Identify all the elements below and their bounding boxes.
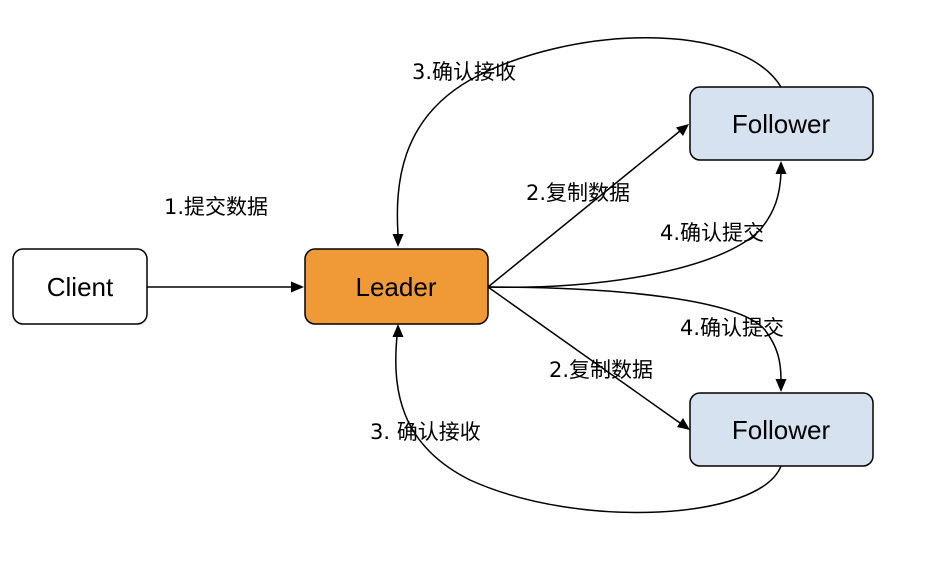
edge-replicate-bottom-arrowhead — [677, 418, 690, 430]
edge-commit-bottom — [487, 286, 787, 392]
edge-commit-top — [487, 161, 787, 289]
edge-ack-receive-top-curve — [396, 37, 782, 236]
leader-label: Leader — [356, 272, 437, 302]
edge-replicate-top-label: 2.复制数据 — [526, 181, 630, 205]
edge-replicate-top-arrowhead — [676, 124, 689, 136]
follower-top-label: Follower — [732, 109, 831, 139]
edge-commit-top-arrowhead — [775, 161, 787, 174]
edge-ack-receive-top-arrowhead — [392, 234, 404, 247]
edge-commit-bottom-label: 4.确认提交 — [680, 316, 784, 340]
edge-ack-receive-top-label: 3.确认接收 — [412, 60, 516, 84]
leader-node: Leader — [304, 248, 489, 325]
edge-replicate-bottom-label: 2.复制数据 — [549, 358, 653, 382]
client-node: Client — [12, 248, 148, 325]
edge-ack-receive-bottom — [392, 324, 782, 514]
edge-submit-arrowhead — [291, 281, 304, 293]
follower-top-box — [689, 86, 874, 161]
edge-submit-label: 1.提交数据 — [164, 195, 268, 219]
edge-replicate-bottom-line — [487, 286, 681, 424]
edge-commit-bottom-arrowhead — [775, 379, 787, 392]
client-label: Client — [47, 272, 114, 302]
edge-ack-receive-bottom-label: 3. 确认接收 — [370, 420, 481, 444]
follower-top-node: Follower — [689, 86, 874, 161]
follower-bottom-label: Follower — [732, 415, 831, 445]
edge-ack-receive-bottom-curve — [395, 335, 782, 514]
edge-ack-receive-top — [392, 37, 782, 247]
edge-replicate-top-line — [487, 130, 681, 288]
edge-replicate-bottom — [487, 286, 690, 430]
edge-commit-bottom-curve — [487, 286, 782, 381]
edge-commit-top-label: 4.确认提交 — [660, 221, 764, 245]
edge-submit — [147, 281, 304, 293]
follower-bottom-node: Follower — [689, 392, 874, 467]
edge-ack-receive-bottom-arrowhead — [392, 324, 404, 337]
follower-bottom-box — [689, 392, 874, 467]
edge-commit-top-curve — [487, 172, 782, 289]
edge-replicate-top — [487, 124, 689, 288]
